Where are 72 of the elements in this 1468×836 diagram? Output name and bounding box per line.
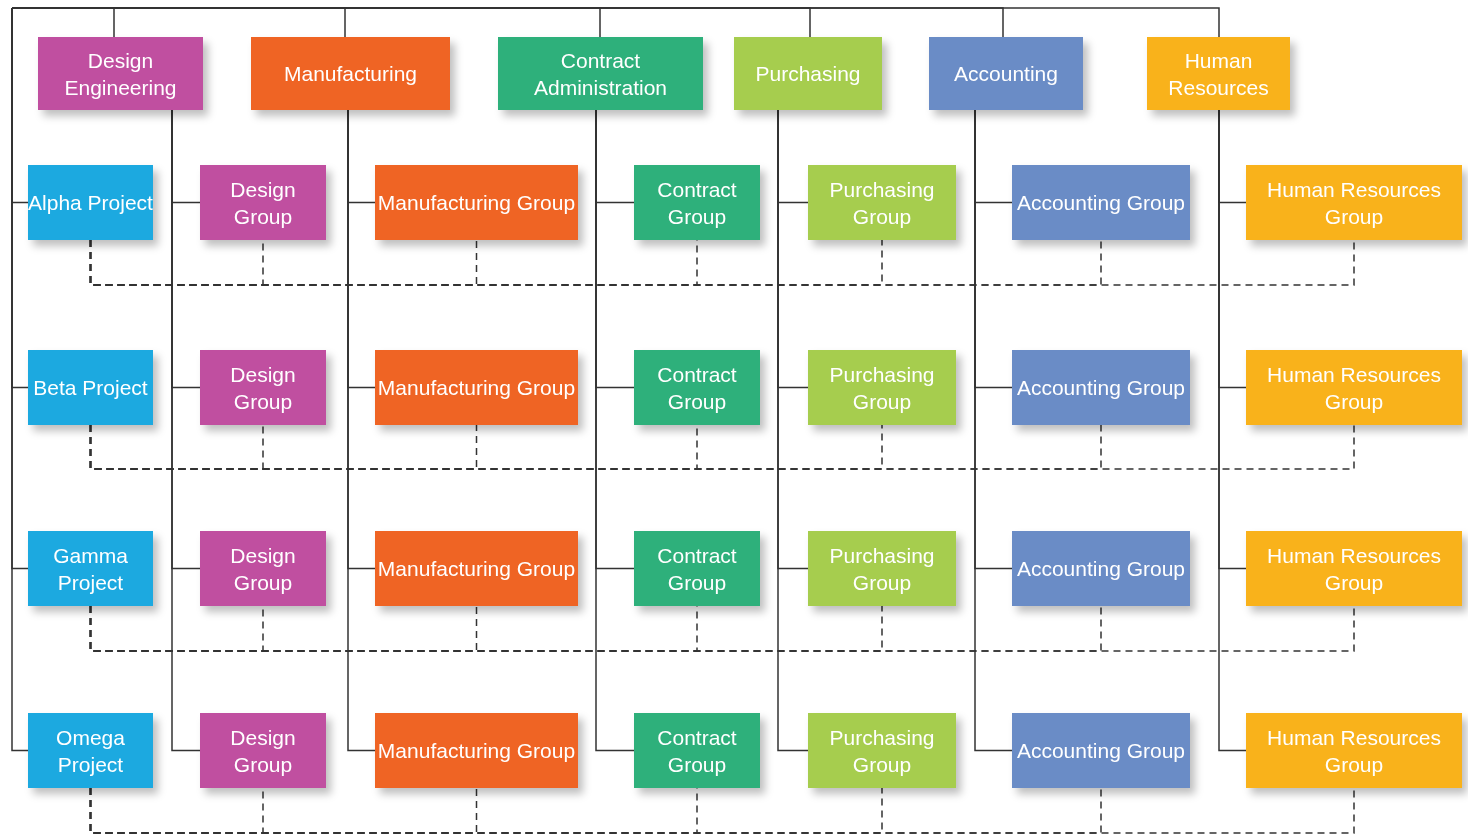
box-label: Accounting Group: [1016, 556, 1186, 582]
group-box: [375, 531, 578, 606]
box-label: Human Resources: [1167, 47, 1270, 101]
box-label: Manufacturing: [283, 61, 418, 87]
box-label: Accounting: [954, 61, 1058, 87]
box-label: Contract Administration: [532, 47, 669, 101]
box-label: Purchasing Group: [828, 176, 936, 230]
project-box: [28, 165, 153, 240]
department-box: [251, 37, 450, 110]
box-label: Contract Group: [656, 176, 738, 230]
group-box: [1246, 165, 1462, 240]
dashed-connector: [89, 424, 1355, 470]
box-label: Design Group: [229, 542, 297, 596]
box-label: Design Group: [229, 724, 297, 778]
group-box: [200, 531, 326, 606]
box-label: Purchasing: [755, 61, 861, 87]
department-box: [1147, 37, 1290, 110]
dashed-connector: [89, 605, 1355, 652]
group-box: [1012, 713, 1190, 788]
group-box: [200, 350, 326, 425]
box-label: Manufacturing Group: [377, 738, 576, 764]
box-label: Human Resources Group: [1266, 542, 1442, 596]
group-box: [1246, 350, 1462, 425]
group-box: [1012, 165, 1190, 240]
box-label: Accounting Group: [1016, 738, 1186, 764]
box-label: Design Group: [229, 361, 297, 415]
box-label: Accounting Group: [1016, 375, 1186, 401]
group-box: [808, 350, 956, 425]
box-label: Purchasing Group: [828, 542, 936, 596]
group-box: [634, 165, 760, 240]
project-box: [28, 350, 153, 425]
group-box: [200, 165, 326, 240]
group-box: [1246, 531, 1462, 606]
box-label: Design Group: [229, 176, 297, 230]
group-box: [808, 165, 956, 240]
box-label: Contract Group: [656, 724, 738, 778]
department-box: [929, 37, 1083, 110]
group-box: [1246, 713, 1462, 788]
box-label: Design Engineering: [63, 47, 178, 101]
box-label: Contract Group: [656, 542, 738, 596]
box-label: Human Resources Group: [1266, 361, 1442, 415]
box-label: Beta Project: [33, 375, 148, 401]
box-label: Manufacturing Group: [377, 190, 576, 216]
dashed-connector: [89, 239, 1355, 286]
group-box: [375, 350, 578, 425]
group-box: [808, 713, 956, 788]
group-box: [634, 531, 760, 606]
department-box: [38, 37, 203, 110]
group-box: [375, 165, 578, 240]
group-box: [634, 713, 760, 788]
box-label: Human Resources Group: [1266, 176, 1442, 230]
box-label: Gamma Project: [52, 542, 129, 596]
project-box: [28, 713, 153, 788]
group-box: [634, 350, 760, 425]
box-label: Omega Project: [55, 724, 126, 778]
box-label: Manufacturing Group: [377, 556, 576, 582]
group-box: [200, 713, 326, 788]
project-box: [28, 531, 153, 606]
group-box: [375, 713, 578, 788]
group-box: [808, 531, 956, 606]
dashed-connector: [89, 787, 1355, 834]
box-label: Alpha Project: [28, 190, 153, 216]
box-label: Purchasing Group: [828, 361, 936, 415]
box-label: Human Resources Group: [1266, 724, 1442, 778]
department-box: [498, 37, 703, 110]
box-label: Contract Group: [656, 361, 738, 415]
group-box: [1012, 531, 1190, 606]
box-label: Accounting Group: [1016, 190, 1186, 216]
group-box: [1012, 350, 1190, 425]
box-label: Manufacturing Group: [377, 375, 576, 401]
box-label: Purchasing Group: [828, 724, 936, 778]
department-box: [734, 37, 882, 110]
